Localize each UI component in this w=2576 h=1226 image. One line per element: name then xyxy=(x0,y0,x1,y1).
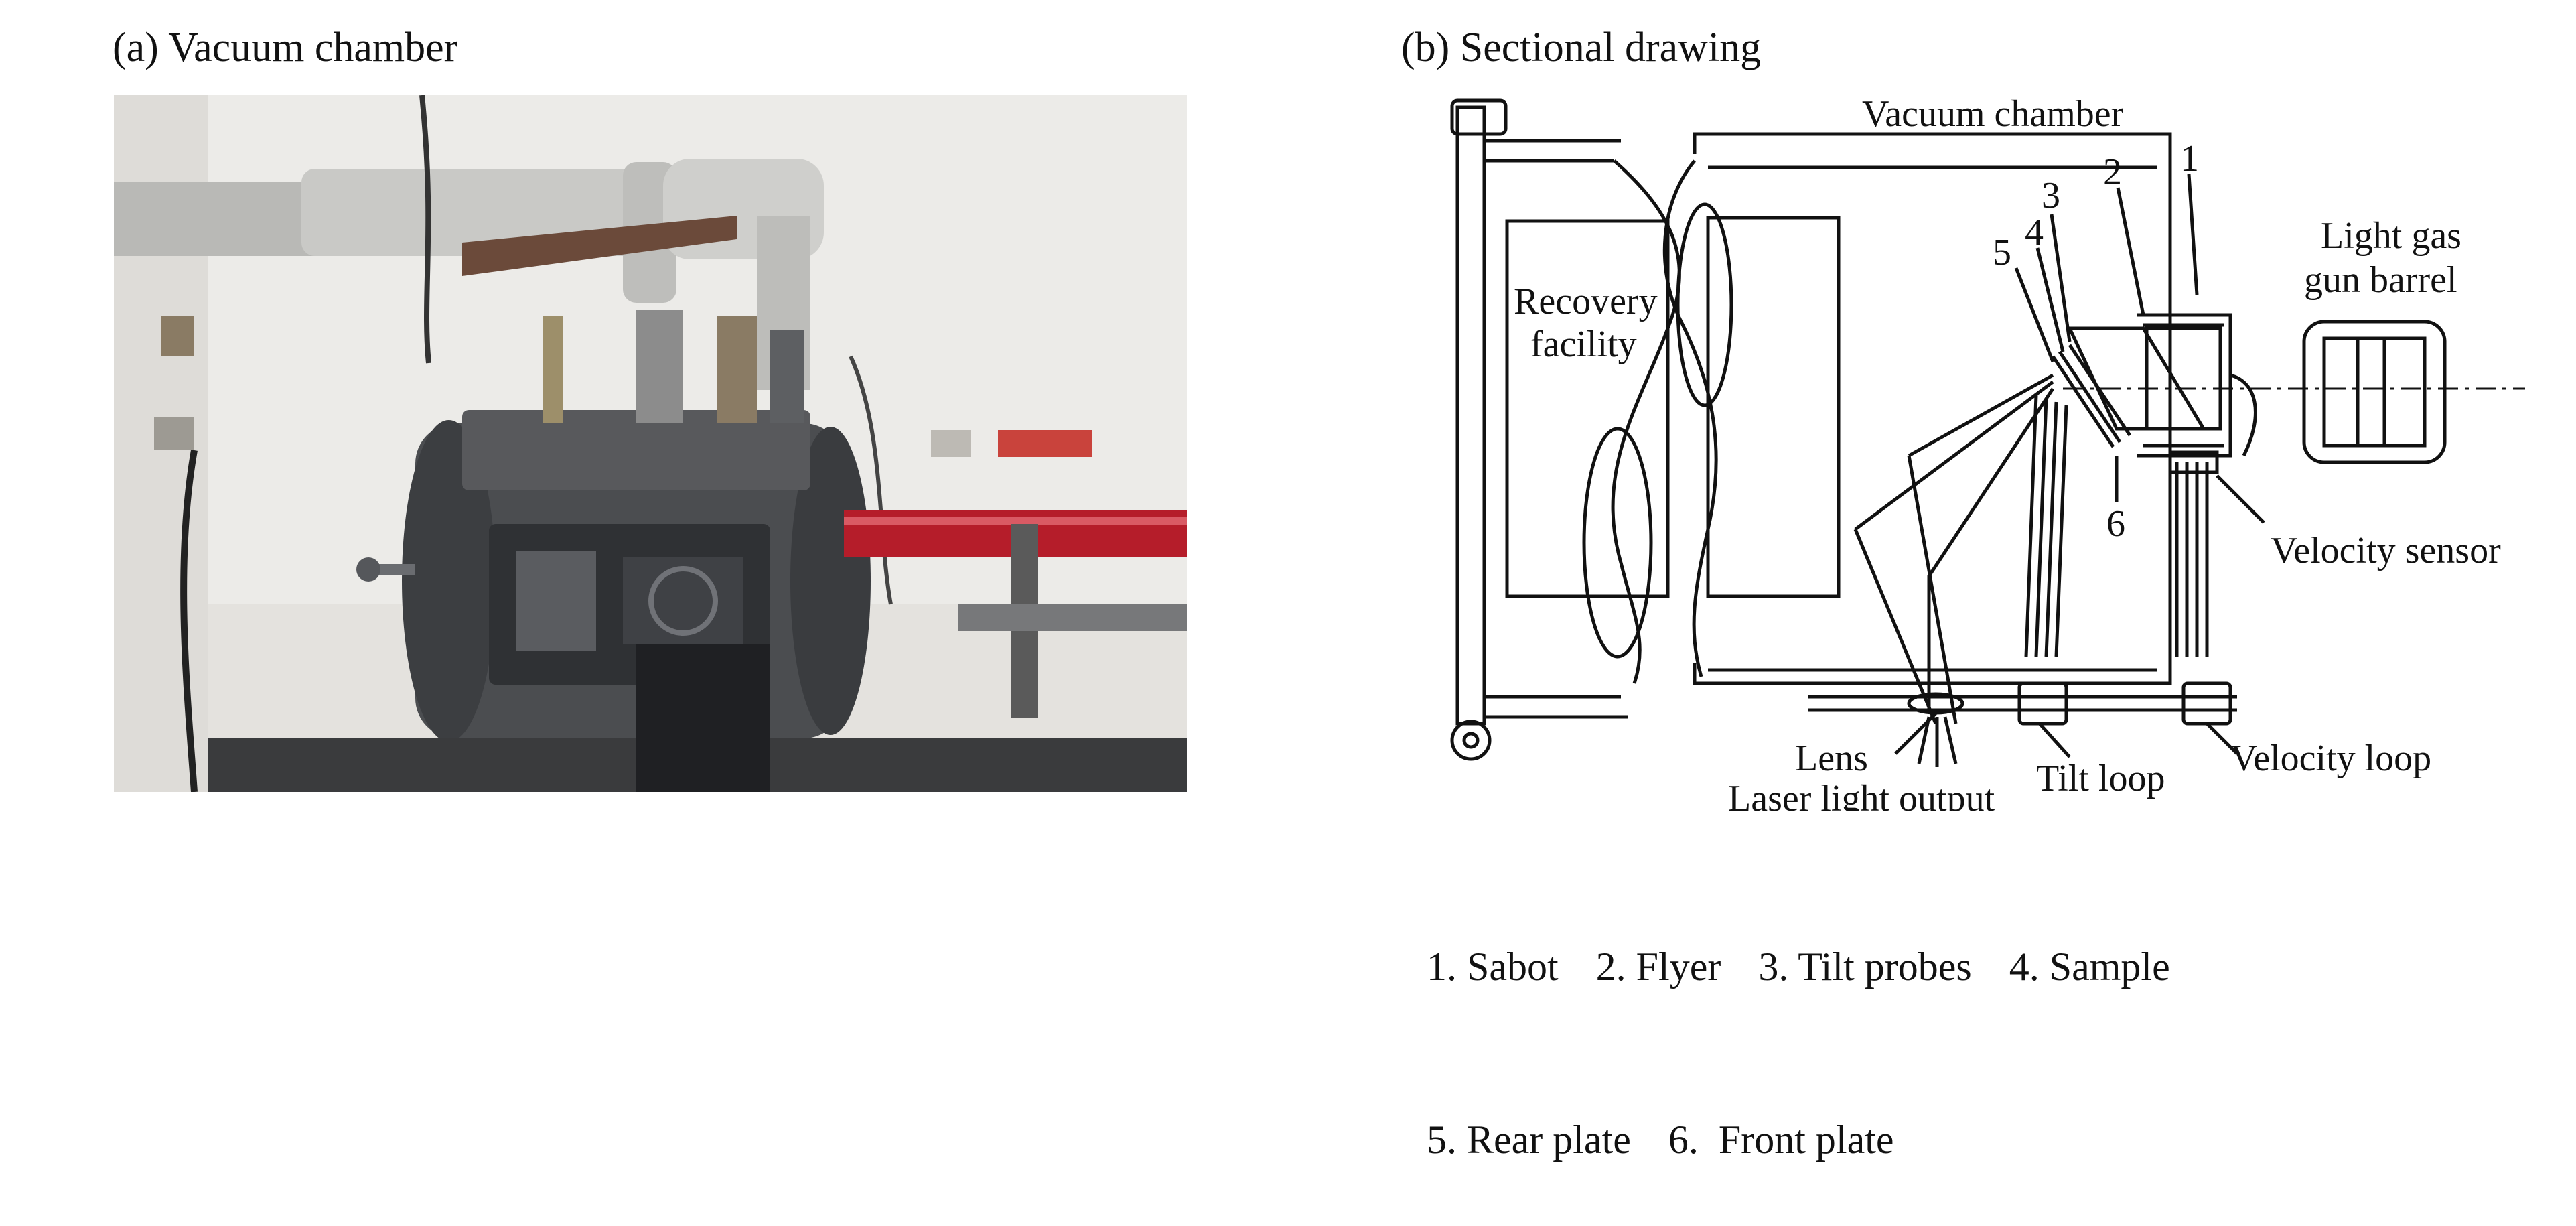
legend-item: 3. Tilt probes xyxy=(1758,945,1972,989)
legend-item: 2. Flyer xyxy=(1595,945,1721,989)
legend-item: 4. Sample xyxy=(2009,945,2170,989)
label-vacuum-chamber: Vacuum chamber xyxy=(1862,94,2124,135)
legend-item: 6. Front plate xyxy=(1668,1117,1894,1162)
label-tilt-loop: Tilt loop xyxy=(2036,758,2165,799)
label-n2: 2 xyxy=(2103,151,2122,193)
label-n3: 3 xyxy=(2042,175,2060,216)
sectional-drawing: Vacuum chamber Recovery facility Light g… xyxy=(1450,94,2525,811)
label-n4: 4 xyxy=(2025,212,2044,253)
vacuum-chamber-photo xyxy=(114,95,1187,792)
label-barrel-2: gun barrel xyxy=(2304,259,2457,301)
label-recovery-1: Recovery xyxy=(1514,281,1658,322)
label-laser-output: Laser light output xyxy=(1728,778,1995,811)
label-velocity-loop: Velocity loop xyxy=(2230,738,2431,779)
label-recovery-2: facility xyxy=(1530,324,1637,365)
label-n6: 6 xyxy=(2106,503,2125,545)
legend-row-1: 1. Sabot 2. Flyer 3. Tilt probes 4. Sample xyxy=(1427,938,2208,996)
legend-item: 1. Sabot xyxy=(1427,945,1559,989)
label-lens: Lens xyxy=(1795,738,1868,779)
legend-row-2: 5. Rear plate 6. Front plate xyxy=(1427,1111,2208,1168)
label-velocity-sensor: Velocity sensor xyxy=(2271,530,2501,571)
chamber-outline xyxy=(1450,98,2447,767)
legend-item: 5. Rear plate xyxy=(1427,1117,1631,1162)
panel-b-title: (b) Sectional drawing xyxy=(1401,25,1762,70)
label-n1: 1 xyxy=(2180,138,2199,180)
panel-a-title: (a) Vacuum chamber xyxy=(113,25,458,70)
label-barrel-1: Light gas xyxy=(2321,215,2461,257)
label-n5: 5 xyxy=(1993,232,2011,273)
